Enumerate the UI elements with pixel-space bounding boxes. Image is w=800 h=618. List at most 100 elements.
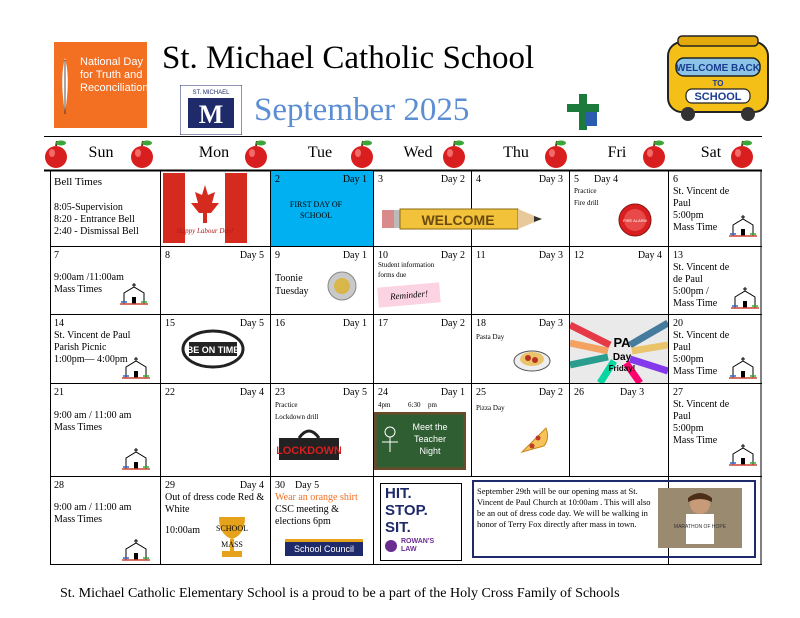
pa-text: PA bbox=[613, 335, 631, 350]
note-text: September 29th will be our opening mass … bbox=[477, 486, 651, 529]
fox-shirt-text: MARATHON OF HOPE bbox=[674, 524, 727, 530]
logo-letter: M bbox=[199, 100, 224, 129]
day-cycle: Day 4 bbox=[594, 174, 619, 185]
apple-icon bbox=[245, 140, 267, 168]
bus-welcome: WELCOME BACK bbox=[676, 63, 761, 74]
church-icon bbox=[729, 444, 757, 466]
toonie-line: Toonie bbox=[275, 273, 303, 284]
picnic-line: 1:00pm— 4:00pm bbox=[54, 354, 128, 365]
apple-icon bbox=[443, 140, 465, 168]
mass-line: 5:00pm bbox=[673, 354, 704, 365]
apple-icon bbox=[545, 140, 567, 168]
day-cycle: Day 3 bbox=[538, 250, 563, 261]
cell-sep-27: 27 St. Vincent de Paul 5:00pm Mass Time bbox=[669, 384, 761, 476]
hss-text: SIT. bbox=[385, 519, 411, 536]
mass-line: Mass Time bbox=[673, 366, 718, 377]
canada-flag-labour-day: Happy Labour Day! bbox=[163, 173, 247, 243]
mass-text: SCHOOL bbox=[216, 524, 248, 533]
day-cycle: Day 5 bbox=[239, 318, 264, 329]
day-cycle: Day 1 bbox=[342, 250, 367, 261]
date-number: 7 bbox=[54, 250, 59, 261]
date-number: 13 bbox=[673, 250, 683, 261]
mass-line: 9:00am /11:00am bbox=[54, 272, 124, 283]
lockdown-practice: Practice bbox=[275, 401, 298, 409]
meet-time: 6:30 bbox=[408, 401, 421, 409]
cell-sep-21: 21 9:00 am / 11:00 am Mass Times bbox=[50, 384, 160, 476]
footer-text: St. Michael Catholic Elementary School i… bbox=[60, 586, 620, 601]
date-number: 20 bbox=[673, 318, 683, 329]
mass-line: St. Vincent de bbox=[673, 399, 730, 410]
forms-line: Student information bbox=[378, 261, 435, 269]
mass-line: Mass Time bbox=[673, 435, 718, 446]
apple-icon bbox=[731, 140, 753, 168]
date-number: 22 bbox=[165, 387, 175, 398]
school-council-banner: School Council bbox=[285, 539, 363, 556]
holy-cross-icon bbox=[567, 94, 599, 130]
day-cycle: Day 2 bbox=[538, 387, 563, 398]
cell-sep-29: 29 Day 4 Out of dress code Red & White 1… bbox=[161, 477, 270, 564]
cell-sep-22: 22 Day 4 bbox=[161, 384, 270, 476]
welcome-pencil: WELCOME bbox=[382, 208, 542, 230]
mass-line: Mass Times bbox=[54, 514, 103, 525]
cell-sep-20: 20 St. Vincent de Paul 5:00pm Mass Time bbox=[669, 315, 761, 383]
day-header-sun: Sun bbox=[88, 144, 114, 161]
first-day-text: FIRST DAY OF SCHOOL bbox=[289, 200, 343, 220]
lockdown-drill: Lockdown drill bbox=[275, 413, 319, 421]
church-icon bbox=[122, 357, 150, 379]
month-title: September 2025 bbox=[254, 92, 470, 128]
pasta-icon bbox=[513, 350, 551, 372]
day-cycle: Day 2 bbox=[440, 174, 465, 185]
date-number: 17 bbox=[378, 318, 388, 329]
cell-sep-7: 7 9:00am /11:00am Mass Times bbox=[50, 247, 160, 314]
date-number: 27 bbox=[673, 387, 683, 398]
be-on-time-clock: BE ON TIME bbox=[181, 329, 245, 369]
reminder-note: Reminder! bbox=[377, 282, 441, 308]
date-number: 25 bbox=[476, 387, 486, 398]
date-number: 24 bbox=[378, 387, 388, 398]
terry-fox-note: September 29th will be our opening mass … bbox=[472, 480, 756, 558]
date-number: 5 bbox=[574, 174, 579, 185]
cell-sep-17: 17 Day 2 bbox=[374, 315, 471, 383]
ndtr-text: National Day for Truth and Reconciliatio… bbox=[80, 56, 149, 94]
bell-times-title: Bell Times bbox=[54, 176, 102, 188]
day-cycle: Day 3 bbox=[538, 318, 563, 329]
dress-code-line: Out of dress code Red & bbox=[165, 492, 265, 503]
grid-lines bbox=[44, 136, 762, 565]
day-cycle: Day 3 bbox=[538, 174, 563, 185]
mass-line: Mass Times bbox=[54, 284, 103, 295]
date-number: 4 bbox=[476, 174, 481, 185]
date-number: 8 bbox=[165, 250, 170, 261]
mass-line: Mass Time bbox=[673, 298, 718, 309]
mass-line: 5:00pm / bbox=[673, 286, 709, 297]
mass-line: de Paul bbox=[673, 274, 703, 285]
pizza-day: Pizza Day bbox=[476, 404, 505, 412]
day-cycle: Day 5 bbox=[295, 480, 320, 491]
apple-icon bbox=[643, 140, 665, 168]
board-text: Teacher bbox=[414, 434, 446, 444]
rowan-dot-icon bbox=[385, 540, 397, 552]
day-cycle: Day 4 bbox=[239, 480, 264, 491]
orange-shirt-line: Wear an orange shirt bbox=[275, 492, 358, 503]
labour-day-text: Happy Labour Day! bbox=[176, 227, 234, 235]
church-icon bbox=[731, 287, 759, 309]
mass-time: 10:00am bbox=[165, 525, 200, 536]
fire-drill: Fire drill bbox=[574, 199, 599, 207]
board-text: Night bbox=[419, 446, 441, 456]
mass-line: 5:00pm bbox=[673, 423, 704, 434]
date-number: 10 bbox=[378, 250, 388, 261]
day-cycle: Day 1 bbox=[440, 387, 465, 398]
date-number: 30 bbox=[275, 480, 285, 491]
pa-day-text: Day bbox=[613, 352, 632, 363]
apple-icon bbox=[351, 140, 373, 168]
day-cycle: Day 5 bbox=[342, 387, 367, 398]
mass-line: St. Vincent de bbox=[673, 262, 730, 273]
school-logo: ST. MICHAEL M bbox=[180, 85, 242, 135]
cell-sep-25: 25 Day 2 Pizza Day bbox=[472, 384, 569, 476]
fire-practice: Practice bbox=[574, 187, 597, 195]
toonie-coin-icon bbox=[327, 271, 357, 301]
bell-line: 8:20 - Entrance Bell bbox=[54, 214, 135, 225]
cell-bell-times: Bell Times 8:05-Supervision 8:20 - Entra… bbox=[50, 171, 160, 246]
cell-sep-11: 11 Day 3 bbox=[472, 247, 569, 314]
day-header-mon: Mon bbox=[198, 144, 230, 161]
school-mass-chalice-icon: SCHOOL MASS bbox=[216, 517, 248, 557]
